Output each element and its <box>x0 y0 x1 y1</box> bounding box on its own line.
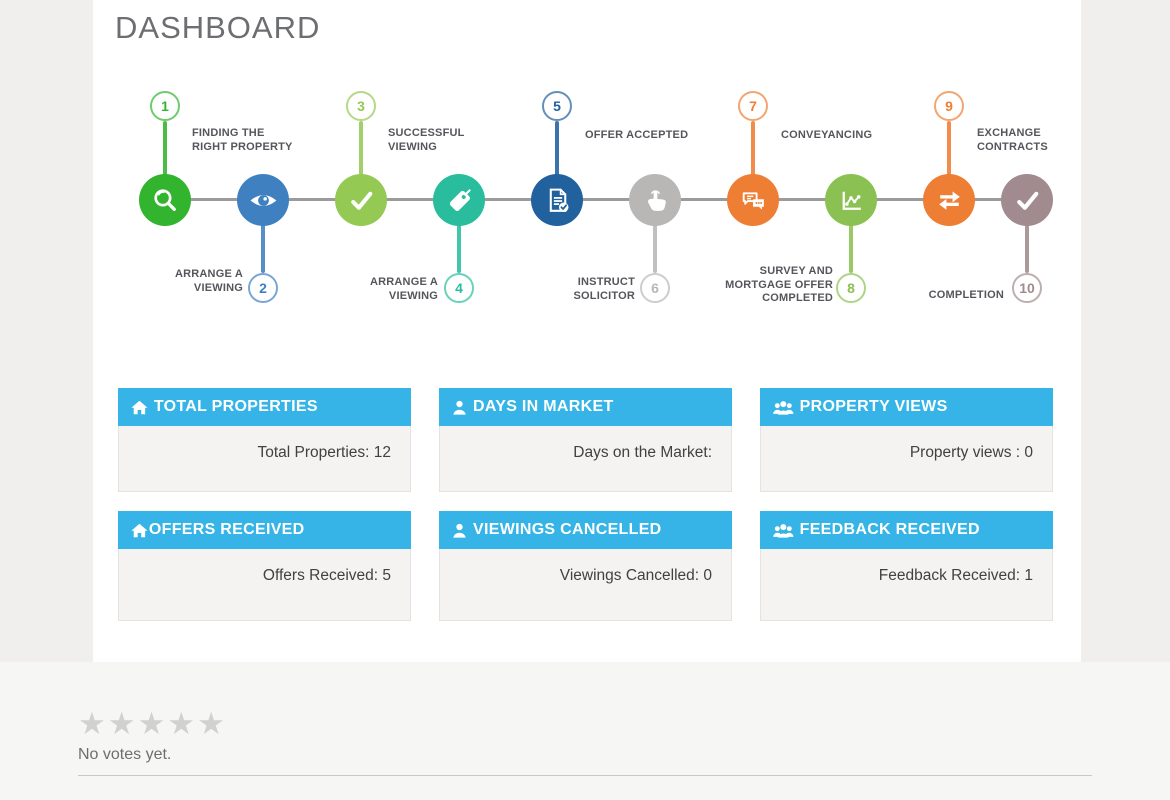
check-icon <box>1012 185 1043 216</box>
star-icon[interactable]: ★ <box>107 706 138 741</box>
home-icon <box>131 400 148 415</box>
star-icon[interactable]: ★ <box>197 706 227 741</box>
card-value: Total Properties: 12 <box>118 426 411 492</box>
footer-divider <box>78 775 1092 776</box>
step-circle-4 <box>433 174 485 226</box>
step-connector <box>457 224 461 273</box>
exchange-icon <box>934 185 965 216</box>
star-icon[interactable]: ★ <box>78 706 108 741</box>
step-connector <box>1025 224 1029 273</box>
star-icon[interactable]: ★ <box>137 706 168 741</box>
card-value: Property views : 0 <box>760 426 1053 492</box>
step-label-8: SURVEY AND MORTGAGE OFFER COMPLETED <box>725 265 833 304</box>
step-badge-5: 5 <box>542 91 572 121</box>
step-label-6: INSTRUCT SOLICITOR <box>573 276 635 302</box>
card-header: TOTAL PROPERTIES <box>118 388 411 426</box>
step-connector <box>261 224 265 273</box>
step-circle-2 <box>237 174 289 226</box>
page-background-lower <box>0 662 1170 800</box>
step-badge-1: 1 <box>150 91 180 121</box>
rating-status: No votes yet. <box>78 746 172 763</box>
step-label-10: COMPLETION <box>928 289 1004 301</box>
step-circle-3 <box>335 174 387 226</box>
step-label-4: ARRANGE A VIEWING <box>369 276 438 302</box>
chat-icon <box>738 185 769 216</box>
users-icon <box>773 400 794 415</box>
check-icon <box>346 185 377 216</box>
stat-card: FEEDBACK RECEIVED Feedback Received: 1 <box>760 511 1053 621</box>
step-circle-9 <box>923 174 975 226</box>
card-title: FEEDBACK RECEIVED <box>799 521 980 538</box>
stat-card: OFFERS RECEIVED Offers Received: 5 <box>118 511 411 621</box>
rating-widget: ★★★★★ No votes yet. <box>78 706 227 764</box>
step-badge-7: 7 <box>738 91 768 121</box>
step-badge-3: 3 <box>346 91 376 121</box>
step-circle-6 <box>629 174 681 226</box>
tag-icon <box>444 185 475 216</box>
step-circle-1 <box>139 174 191 226</box>
card-value: Viewings Cancelled: 0 <box>439 549 732 621</box>
stat-card: VIEWINGS CANCELLED Viewings Cancelled: 0 <box>439 511 732 621</box>
home-icon <box>131 523 148 538</box>
step-badge-10: 10 <box>1012 273 1042 303</box>
step-circle-10 <box>1001 174 1053 226</box>
card-title: DAYS IN MARKET <box>473 398 614 415</box>
step-label-7: CONVEYANCING <box>781 129 873 141</box>
step-connector <box>359 121 363 176</box>
star-icon[interactable]: ★ <box>167 706 198 741</box>
card-value: Days on the Market: <box>439 426 732 492</box>
step-badge-2: 2 <box>248 273 278 303</box>
timeline-line <box>165 198 1027 201</box>
step-label-5: OFFER ACCEPTED <box>585 129 689 141</box>
page-title: DASHBOARD <box>115 10 321 45</box>
stat-card: PROPERTY VIEWS Property views : 0 <box>760 388 1053 492</box>
step-label-9: EXCHANGE CONTRACTS <box>977 127 1048 153</box>
step-connector <box>653 224 657 273</box>
step-label-1: FINDING THE RIGHT PROPERTY <box>192 127 293 153</box>
user-icon <box>452 523 467 538</box>
card-title: OFFERS RECEIVED <box>148 521 305 538</box>
step-connector <box>947 121 951 176</box>
stat-card: DAYS IN MARKET Days on the Market: <box>439 388 732 492</box>
card-header: VIEWINGS CANCELLED <box>439 511 732 549</box>
step-circle-8 <box>825 174 877 226</box>
step-circle-5 <box>531 174 583 226</box>
card-header: DAYS IN MARKET <box>439 388 732 426</box>
eye-icon <box>248 185 279 216</box>
card-header: FEEDBACK RECEIVED <box>760 511 1053 549</box>
step-connector <box>751 121 755 176</box>
chart-icon <box>836 185 867 216</box>
step-connector <box>849 224 853 273</box>
users-icon <box>773 523 794 538</box>
step-badge-9: 9 <box>934 91 964 121</box>
step-connector <box>555 121 559 176</box>
card-title: VIEWINGS CANCELLED <box>473 521 662 538</box>
step-connector <box>163 121 167 176</box>
user-icon <box>452 400 467 415</box>
card-value: Feedback Received: 1 <box>760 549 1053 621</box>
file-check-icon <box>542 185 573 216</box>
step-badge-6: 6 <box>640 273 670 303</box>
card-value: Offers Received: 5 <box>118 549 411 621</box>
step-badge-4: 4 <box>444 273 474 303</box>
step-badge-8: 8 <box>836 273 866 303</box>
star-rating[interactable]: ★★★★★ <box>78 706 227 742</box>
step-label-2: ARRANGE A VIEWING <box>174 268 243 294</box>
card-header: PROPERTY VIEWS <box>760 388 1053 426</box>
hand-icon <box>640 185 671 216</box>
step-label-3: SUCCESSFUL VIEWING <box>388 127 465 153</box>
card-title: PROPERTY VIEWS <box>799 398 948 415</box>
card-header: OFFERS RECEIVED <box>118 511 411 549</box>
search-icon <box>150 185 181 216</box>
step-circle-7 <box>727 174 779 226</box>
stat-card: TOTAL PROPERTIES Total Properties: 12 <box>118 388 411 492</box>
card-title: TOTAL PROPERTIES <box>153 398 318 415</box>
